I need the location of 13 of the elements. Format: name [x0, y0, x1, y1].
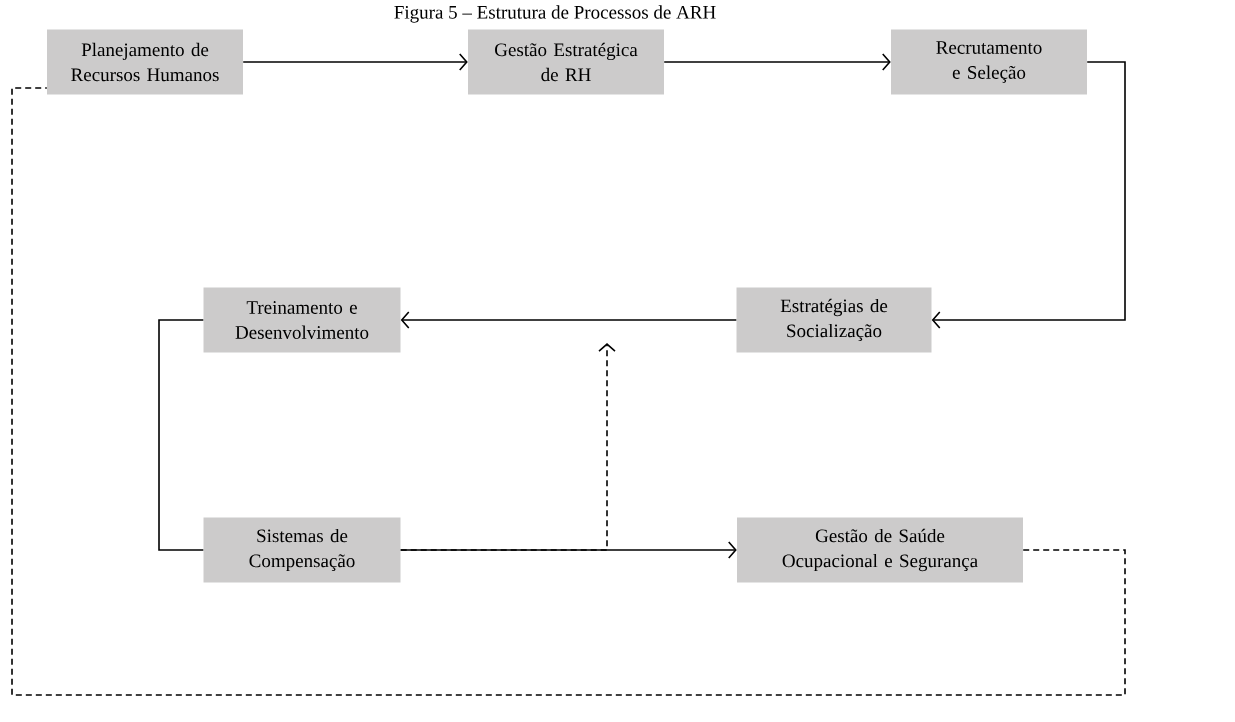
- process-box: Recrutamento e Seleção: [891, 29, 1087, 95]
- arrow: [663, 53, 891, 71]
- process-box: Treinamento e Desenvolvimento: [203, 287, 401, 353]
- process-box: Planejamento de Recursos Humanos: [47, 29, 243, 95]
- arrow: [931, 61, 1126, 329]
- process-box: Sistemas de Compensação: [203, 517, 401, 583]
- arrow: [242, 53, 468, 71]
- process-box: Gestão Estratégica de RH: [468, 29, 664, 95]
- arrow: [400, 311, 738, 329]
- figure-title: Figura 5 – Estrutura de Processos de ARH: [394, 5, 716, 23]
- arrow: [399, 343, 616, 551]
- process-box: Estratégias de Socialização: [736, 287, 932, 353]
- process-box: Gestão de Saúde Ocupacional e Segurança: [737, 517, 1023, 583]
